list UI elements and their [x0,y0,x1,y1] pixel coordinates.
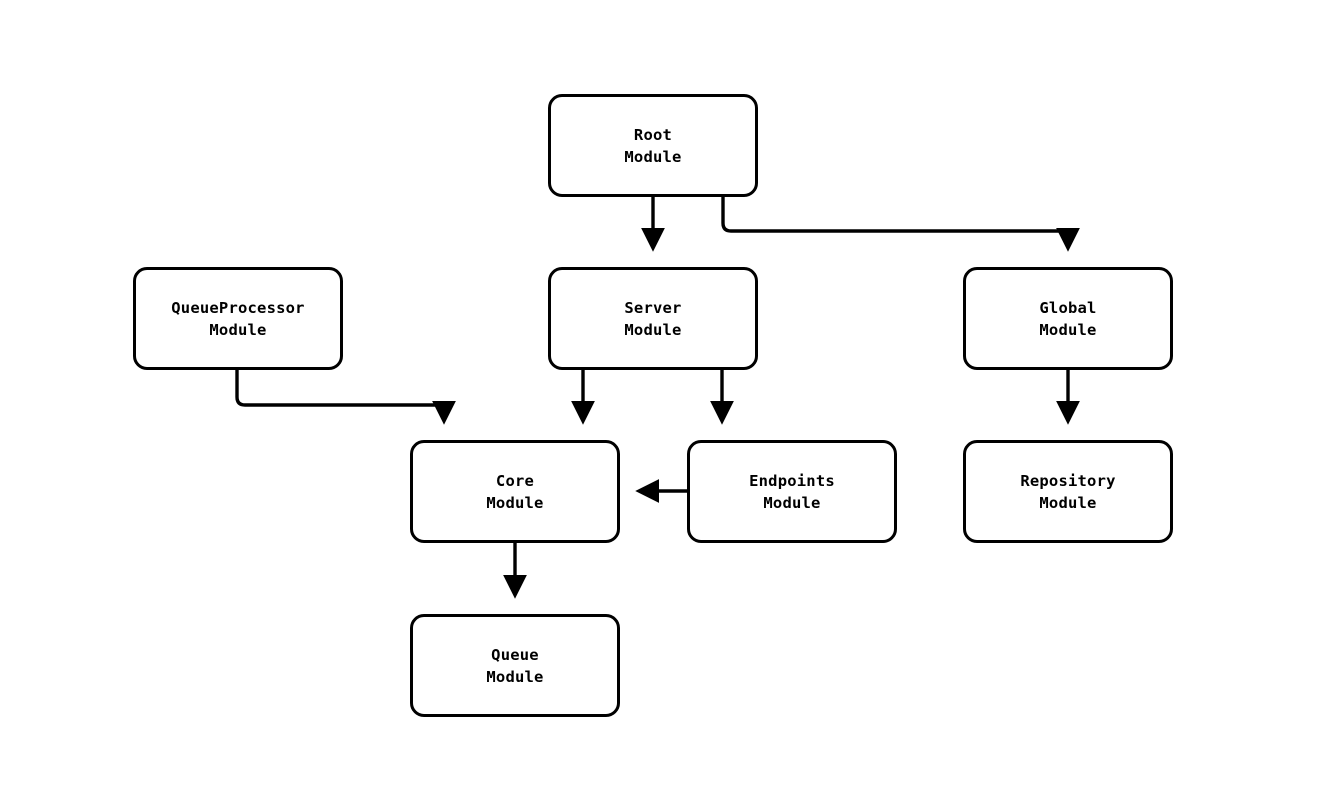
node-repository-module-label-line1: Repository [1020,471,1116,490]
node-endpoints-module[interactable]: Endpoints Module [687,440,897,543]
node-server-module-label-line2: Module [624,320,682,339]
node-core-module[interactable]: Core Module [410,440,620,543]
node-server-module[interactable]: Server Module [548,267,758,370]
node-endpoints-module-label-line1: Endpoints [749,471,835,490]
node-queueprocessor-module-label-line1: QueueProcessor [171,298,305,317]
node-root-module-label-line1: Root [633,125,673,144]
node-queue-module[interactable]: Queue Module [410,614,620,717]
node-root-module[interactable]: Root Module [548,94,758,197]
node-queueprocessor-module-label-line2: Module [209,320,267,339]
node-global-module[interactable]: Global Module [963,267,1173,370]
node-server-module-label-line1: Server [624,298,682,317]
node-repository-module-label-line2: Module [1039,493,1097,512]
node-queueprocessor-module[interactable]: QueueProcessor Module [133,267,343,370]
node-repository-module[interactable]: Repository Module [963,440,1173,543]
node-queue-module-label-line1: Queue [491,645,539,664]
node-global-module-label-line2: Module [1039,320,1097,339]
node-endpoints-module-label-line2: Module [763,493,821,512]
node-core-module-label-line2: Module [486,493,544,512]
node-core-module-label-line1: Core [495,471,535,490]
node-global-module-label-line1: Global [1039,298,1097,317]
edge-root-to-global [721,197,1080,252]
node-queue-module-label-line2: Module [486,667,544,686]
node-root-module-label-line2: Module [624,147,682,166]
edge-queueprocessor-to-core [235,370,456,425]
